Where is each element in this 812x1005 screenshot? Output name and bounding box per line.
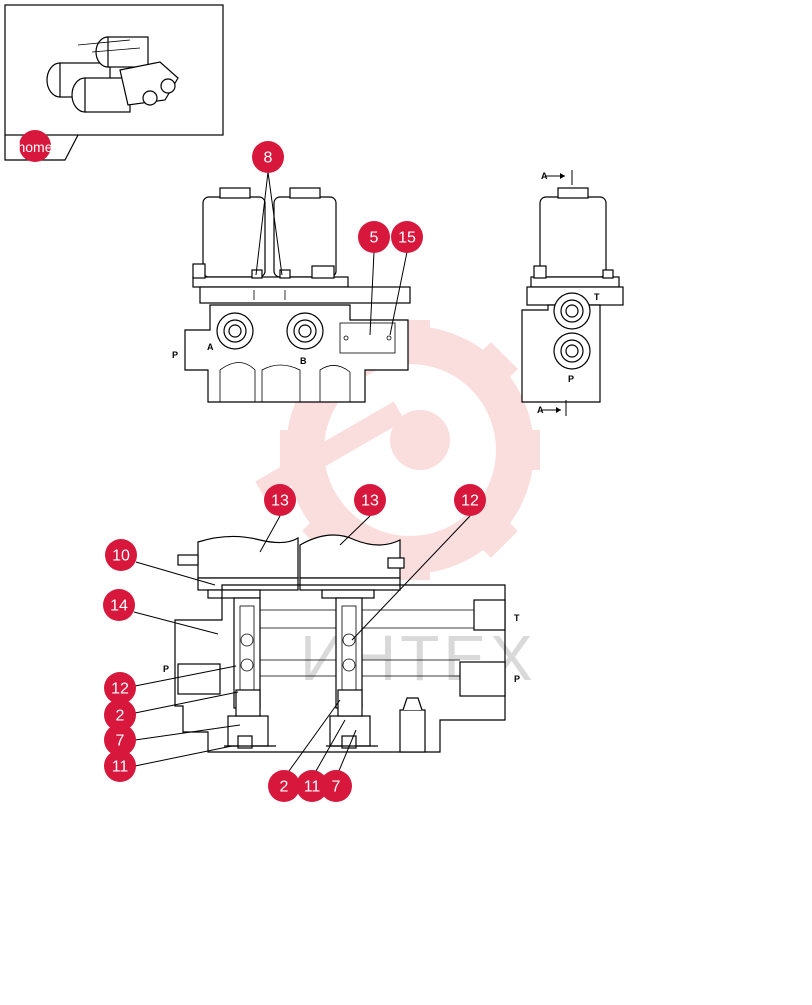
port-label-p-section-right: P <box>514 674 520 684</box>
port-label-b-front: B <box>300 356 307 366</box>
port-label-p-front: P <box>172 350 178 360</box>
svg-text:14: 14 <box>110 598 128 615</box>
svg-text:2: 2 <box>116 708 125 725</box>
port-label-t-side: T <box>594 292 600 302</box>
port-label-t-section: T <box>514 613 520 623</box>
callout-8[interactable]: 8 <box>252 141 284 173</box>
callout-11-left[interactable]: 11 <box>104 750 136 782</box>
home-button[interactable]: home <box>17 130 53 162</box>
svg-text:11: 11 <box>304 779 321 796</box>
callout-12-left[interactable]: 12 <box>104 672 136 704</box>
callout-2-left[interactable]: 2 <box>104 699 136 731</box>
callout-7-bottom[interactable]: 7 <box>320 770 352 802</box>
side-view-drawing <box>521 170 624 416</box>
port-label-a-front: A <box>207 342 214 352</box>
svg-text:15: 15 <box>398 230 416 247</box>
svg-text:home: home <box>17 139 52 155</box>
svg-text:2: 2 <box>280 779 289 796</box>
callout-10[interactable]: 10 <box>105 539 137 571</box>
svg-text:13: 13 <box>361 493 379 510</box>
callout-14[interactable]: 14 <box>103 589 135 621</box>
section-label-a-top: A <box>541 171 548 181</box>
callout-2-bottom[interactable]: 2 <box>268 770 300 802</box>
svg-text:12: 12 <box>111 681 129 698</box>
callout-11-bottom[interactable]: 11 <box>296 770 328 802</box>
thumbnail-valve-image <box>46 36 179 113</box>
section-view-drawing <box>174 534 506 753</box>
svg-text:12: 12 <box>461 493 479 510</box>
port-label-p-side: P <box>568 374 574 384</box>
svg-text:5: 5 <box>370 230 379 247</box>
callout-15[interactable]: 15 <box>391 221 423 253</box>
callout-7-left[interactable]: 7 <box>104 724 136 756</box>
front-view-drawing <box>184 187 411 403</box>
thumbnail-box: home <box>4 4 224 162</box>
svg-text:11: 11 <box>112 759 129 776</box>
callout-12-top[interactable]: 12 <box>454 484 486 516</box>
section-label-a-bottom: A <box>537 405 544 415</box>
svg-text:7: 7 <box>116 733 125 750</box>
svg-text:7: 7 <box>332 779 341 796</box>
callout-5[interactable]: 5 <box>358 221 390 253</box>
leader-lines <box>133 171 471 779</box>
port-label-p-section-left: P <box>163 664 169 674</box>
callout-13-right[interactable]: 13 <box>354 484 386 516</box>
svg-text:10: 10 <box>112 548 130 565</box>
callout-13-left[interactable]: 13 <box>264 484 296 516</box>
svg-text:8: 8 <box>264 150 273 167</box>
svg-text:13: 13 <box>271 493 289 510</box>
